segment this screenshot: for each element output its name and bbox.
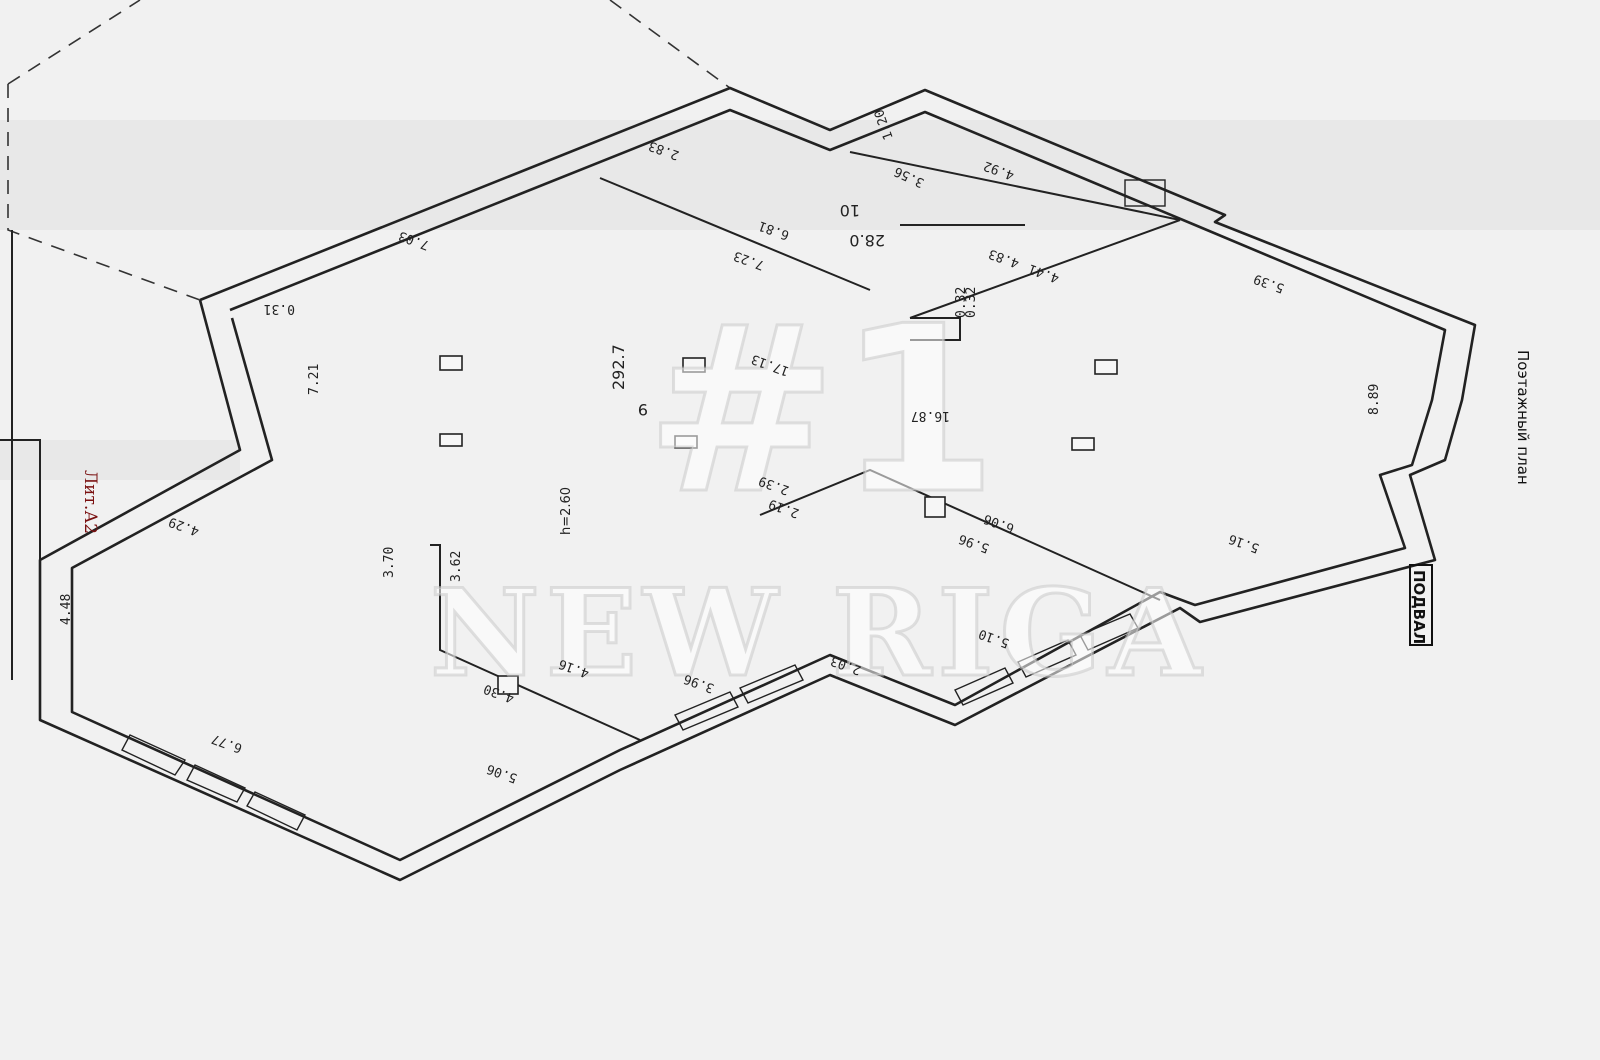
adjacent-building-outline [7,0,141,85]
floor-stamp: ПОДВАЛ [1409,564,1433,646]
column [1094,359,1118,375]
sheet-edge-line [0,439,41,560]
dimension-label: 7.23 [732,248,767,273]
dimension-label: 4.29 [167,514,202,539]
dimension-label: 5.06 [485,761,520,786]
dimension-label: 0.32 [964,287,979,318]
watermark-top: #1 [645,278,998,545]
floor-label: ПОДВАЛ [1410,570,1428,644]
dimension-label: 4.48 [59,594,74,625]
dimension-label: 8.89 [1367,384,1382,415]
dimension-label: 4.92 [982,158,1017,183]
dimension-label: 0.31 [264,301,295,316]
dimension-label: 0.32 [954,287,969,318]
dimension-label: 2.83 [647,138,682,163]
dimension-label: 3.62 [449,551,464,582]
adjacent-building-outline [609,0,731,89]
window [954,613,1139,706]
adjacent-building-outline [7,84,201,301]
column [682,357,706,373]
partition-wall [759,468,1161,601]
dimension-label: 5.39 [1252,271,1287,296]
ceiling-height: h=2.60 [559,487,574,535]
plan-caption: Поэтажный план [1514,350,1532,485]
room-area-9: 292.7 [609,344,628,390]
dimension-label: 4.83 [987,246,1022,271]
partition-wall [849,151,1181,221]
column [439,355,463,371]
partition-wall [599,177,871,291]
dimension-label: 6.77 [210,731,245,756]
column [1071,437,1095,451]
window [121,734,306,831]
dimension-label: 16.87 [911,408,950,423]
dimension-label: 6.81 [757,218,792,243]
room-area-10: 28.0 [849,231,885,250]
dimension-label: 7.21 [307,364,322,395]
window [674,664,804,731]
window [1124,179,1166,207]
partition-wall [910,317,961,341]
column [439,433,463,447]
dimension-label: 5.16 [1227,531,1262,556]
outer-wall-inner-line [70,108,1447,862]
room-number-9: 9 [638,400,648,419]
column [674,435,698,449]
partition-wall [430,544,641,741]
outer-wall [38,86,1477,882]
column [497,675,519,695]
column [924,496,946,518]
room-number-10: 10 [840,201,860,220]
dimension-label: 3.70 [382,547,397,578]
letter-label: Лит.А2 [80,470,100,534]
watermark-bottom: NEW RIGA [430,563,1207,704]
partition-wall [909,219,1181,319]
